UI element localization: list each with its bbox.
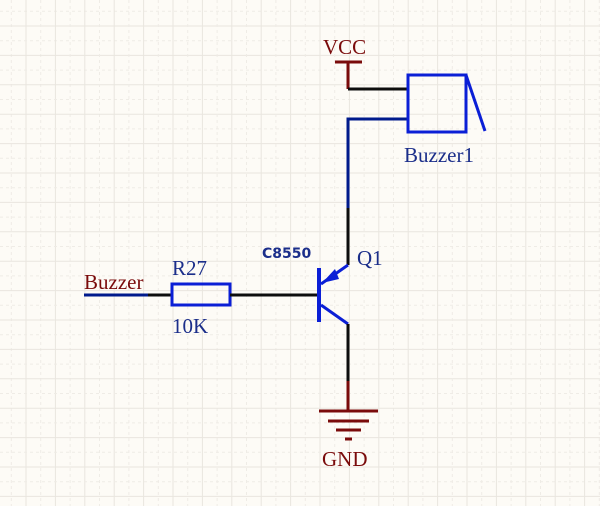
buzzer-symbol[interactable]: Buzzer1 — [404, 73, 487, 167]
buzzer-net-label: Buzzer — [84, 270, 143, 294]
buzzer-designator: Buzzer1 — [404, 143, 474, 167]
resistor-designator: R27 — [172, 256, 207, 280]
resistor-r27[interactable]: R27 10K — [170, 256, 232, 338]
vcc-label: VCC — [323, 35, 366, 59]
resistor-body — [170, 282, 232, 307]
transistor-designator: Q1 — [357, 246, 383, 270]
transistor-arrow-icon — [322, 269, 339, 283]
buzzer-body — [406, 73, 468, 134]
transistor-collector-lead — [320, 303, 349, 326]
buzzer-horn — [464, 74, 487, 132]
gnd-label: GND — [322, 447, 368, 471]
wire-buzzer-collector[interactable] — [346, 117, 408, 208]
vcc-power-port[interactable]: VCC — [323, 35, 366, 89]
transistor-q1[interactable]: C8550 Q1 — [262, 246, 383, 326]
resistor-value: 10K — [172, 314, 208, 338]
gnd-power-port[interactable]: GND — [319, 381, 378, 471]
transistor-part: C8550 — [262, 246, 311, 262]
